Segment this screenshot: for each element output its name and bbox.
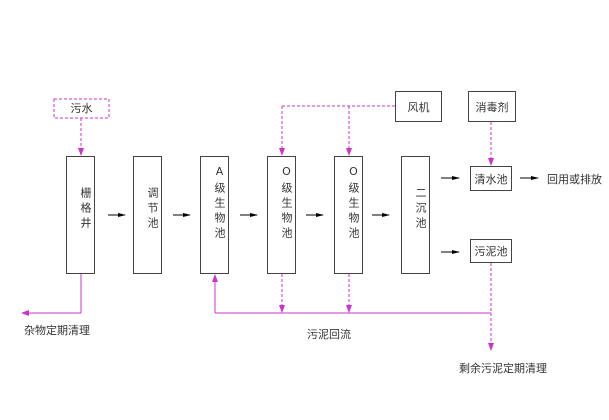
- sludge-tank: 污泥池: [470, 239, 512, 263]
- unit-label: A级生物池: [213, 165, 226, 242]
- unit-label: 二沉池: [414, 187, 427, 232]
- blower-box: 风机: [395, 91, 442, 122]
- clear-water-tank: 清水池: [470, 166, 512, 191]
- reuse-label: 回用或排放: [547, 173, 602, 186]
- sludge-return-label: 污泥回流: [307, 328, 351, 341]
- aerobic-tank-2: O级生物池: [334, 156, 363, 274]
- debris-label: 杂物定期清理: [24, 324, 90, 337]
- excess-sludge-label: 剩余污泥定期清理: [459, 362, 547, 375]
- anoxic-tank: A级生物池: [200, 156, 229, 274]
- aerobic-tank-1: O级生物池: [267, 156, 296, 274]
- secondary-clarifier: 二沉池: [401, 156, 430, 274]
- bar-screen-well: 栅格井: [66, 156, 95, 274]
- unit-label: 栅格井: [79, 187, 92, 232]
- disinfectant-box: 消毒剂: [468, 91, 516, 122]
- equalization-tank: 调节池: [133, 156, 162, 274]
- sewage-input: 污水: [70, 102, 93, 115]
- unit-label: 调节池: [146, 187, 159, 232]
- unit-label: O级生物池: [280, 165, 293, 242]
- unit-label: O级生物池: [347, 165, 360, 242]
